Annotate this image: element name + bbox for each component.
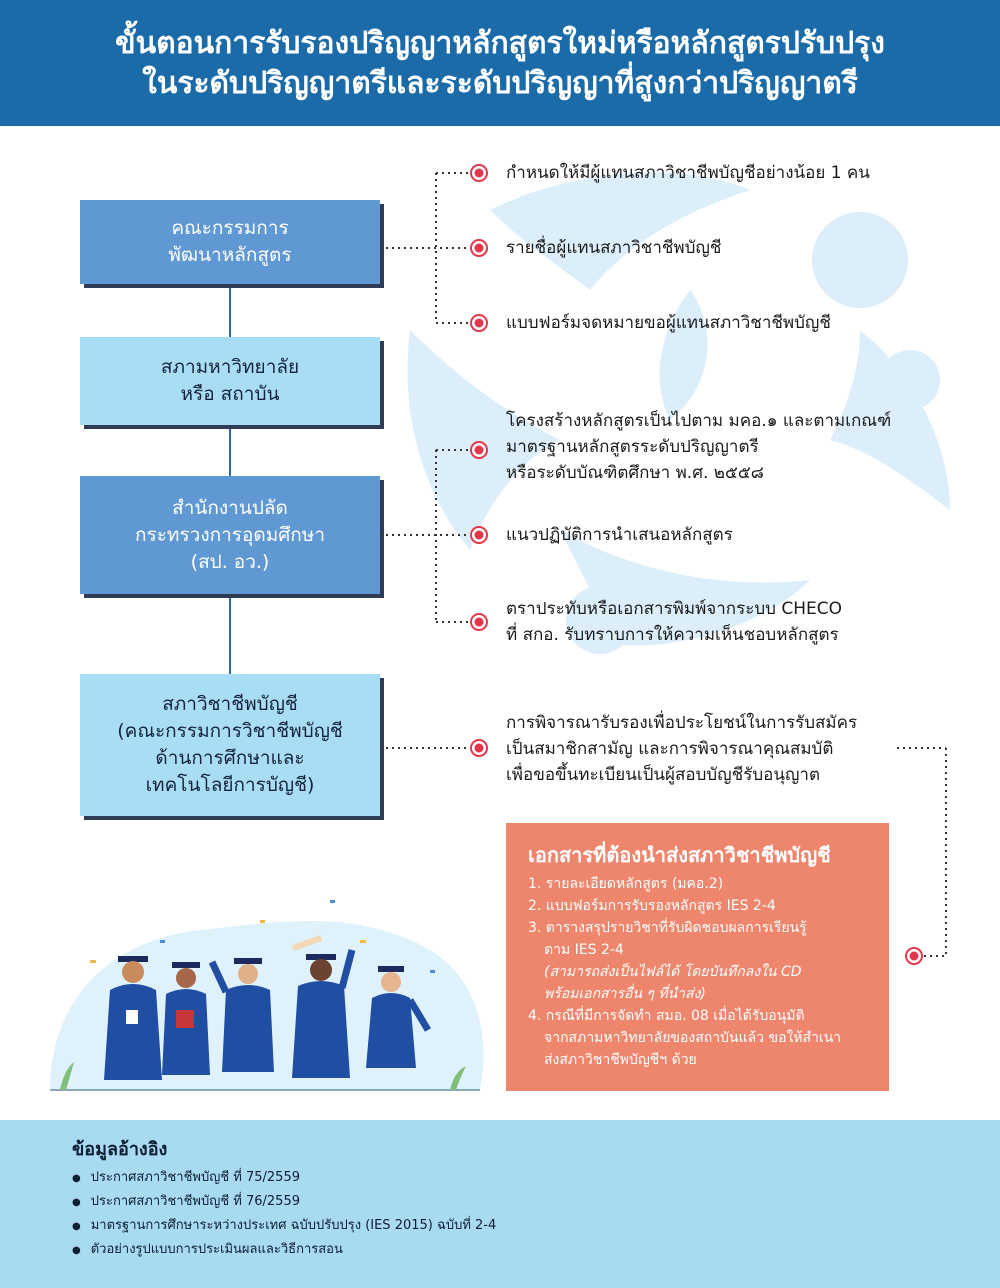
documents-list: 1. รายละเอียดหลักสูตร (มคอ.2) 2. แบบฟอร์…: [528, 873, 873, 1071]
step-university-council-label: สภามหาวิทยาลัย หรือ สถาบัน: [160, 356, 300, 405]
step-accounting-council: สภาวิชาชีพบัญชี (คณะกรรมการวิชาชีพบัญชี …: [80, 674, 380, 816]
item-curriculum-structure: โครงสร้างหลักสูตรเป็นไปตาม มคอ.๑ และตามเ…: [506, 411, 892, 483]
page-title-line1: ขั้นตอนการรับรองปริญญาหลักสูตรใหม่หรือหล…: [115, 26, 885, 61]
bullet-icon: [470, 164, 488, 182]
bullet-icon: [470, 239, 488, 257]
document-item-cont: ส่งสภาวิชาชีพบัญชีฯ ด้วย: [544, 1052, 697, 1068]
step-accounting-council-label: สภาวิชาชีพบัญชี (คณะกรรมการวิชาชีพบัญชี …: [117, 693, 343, 796]
step-ministry-office: สำนักงานปลัด กระทรวงการอุดมศึกษา (สป. อว…: [80, 476, 380, 594]
bullet-icon: [905, 947, 923, 965]
document-item: 3. ตารางสรุปรายวิชาที่รับผิดชอบผลการเรีย…: [528, 920, 807, 936]
reference-item: ตัวอย่างรูปแบบการประเมินผลและวิธีการสอน: [72, 1238, 496, 1262]
document-item: 2. แบบฟอร์มการรับรองหลักสูตร IES 2-4: [528, 898, 776, 914]
bullet-icon: [470, 526, 488, 544]
step-curriculum-committee-label: คณะกรรมการ พัฒนาหลักสูตร: [168, 217, 292, 266]
graduates-illustration: [50, 900, 484, 1091]
dotted-connectors: [380, 172, 947, 957]
bullet-icon: [470, 314, 488, 332]
item-request-letter-form: แบบฟอร์มจดหมายขอผู้แทนสภาวิชาชีพบัญชี: [506, 313, 831, 333]
item-checo-stamp: ตราประทับหรือเอกสารพิมพ์จากระบบ CHECO ที…: [506, 599, 842, 645]
item-submission-guideline: แนวปฏิบัติการนำเสนอหลักสูตร: [506, 525, 733, 545]
document-item: 1. รายละเอียดหลักสูตร (มคอ.2): [528, 876, 724, 892]
documents-title: เอกสารที่ต้องนำส่งสภาวิชาชีพบัญชี: [528, 843, 831, 867]
page-title-line2: ในระดับปริญญาตรีและระดับปริญญาที่สูงกว่า…: [142, 66, 858, 101]
bullet-icon: [470, 739, 488, 757]
step-curriculum-committee: คณะกรรมการ พัฒนาหลักสูตร: [80, 200, 380, 284]
document-note: (สามารถส่งเป็นไฟล์ได้ โดยบันทึกลงใน CD: [544, 964, 802, 980]
background-logo-graphic: [407, 172, 950, 654]
required-documents-box: เอกสารที่ต้องนำส่งสภาวิชาชีพบัญชี 1. ราย…: [506, 823, 889, 1091]
reference-item: มาตรฐานการศึกษาระหว่างประเทศ ฉบับปรับปรุ…: [72, 1214, 497, 1238]
item-representative-requirement: กำหนดให้มีผู้แทนสภาวิชาชีพบัญชีอย่างน้อย…: [506, 163, 870, 183]
bullet-icon: [470, 613, 488, 631]
document-item-cont: ตาม IES 2-4: [544, 942, 624, 958]
step-ministry-office-label: สำนักงานปลัด กระทรวงการอุดมศึกษา (สป. อว…: [135, 496, 325, 573]
reference-item: ประกาศสภาวิชาชีพบัญชี ที่ 75/2559: [72, 1166, 496, 1190]
bullet-icon: [470, 441, 488, 459]
references-footer: ข้อมูลอ้างอิง ประกาศสภาวิชาชีพบัญชี ที่ …: [0, 1120, 1000, 1288]
header-banner: ขั้นตอนการรับรองปริญญาหลักสูตรใหม่หรือหล…: [0, 0, 1000, 126]
document-note: พร้อมเอกสารอื่น ๆ ที่นำส่ง): [544, 986, 706, 1002]
document-item-cont: จากสภามหาวิทยาลัยของสถาบันแล้ว ขอให้สำเน…: [544, 1030, 842, 1046]
document-item: 4. กรณีที่มีการจัดทำ สมอ. 08 เมื่อได้รับ…: [528, 1008, 805, 1024]
references-list: ประกาศสภาวิชาชีพบัญชี ที่ 75/2559 ประกาศ…: [72, 1166, 497, 1262]
references-title: ข้อมูลอ้างอิง: [72, 1139, 168, 1160]
step-university-council: สภามหาวิทยาลัย หรือ สถาบัน: [80, 337, 380, 425]
item-representative-list: รายชื่อผู้แทนสภาวิชาชีพบัญชี: [506, 238, 722, 258]
item-accreditation-consideration: การพิจารณารับรองเพื่อประโยชน์ในการรับสมั…: [506, 713, 858, 785]
reference-item: ประกาศสภาวิชาชีพบัญชี ที่ 76/2559: [72, 1190, 496, 1214]
